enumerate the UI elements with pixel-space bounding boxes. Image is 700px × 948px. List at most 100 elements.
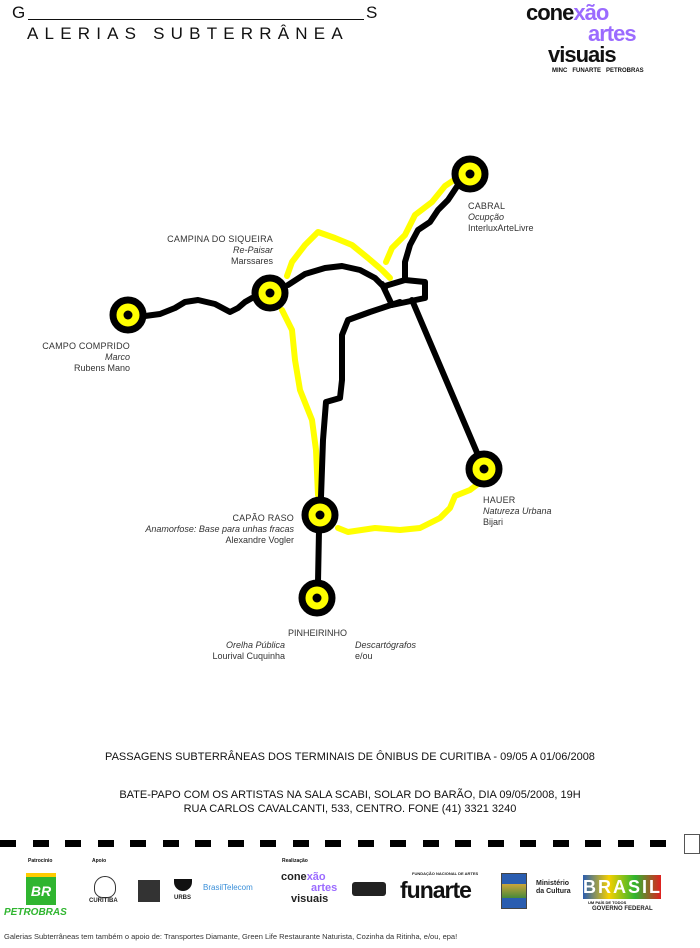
conexao-artes-visuais-logo: conexão artes visuais MINC FUNARTE PETRO… (526, 2, 644, 75)
dash-segment (260, 840, 276, 847)
black-line-campo-campina (142, 295, 255, 319)
station-name: CAMPINA DO SIQUEIRA (167, 234, 273, 244)
black-line-cabral-center (402, 182, 461, 283)
station-markers (109, 155, 503, 617)
station-label-campina: CAMPINA DO SIQUEIRA Re-Paisar Marssares (167, 234, 273, 267)
artist-name: Bijari (483, 517, 504, 527)
artist-name: Alexandre Vogler (225, 535, 294, 545)
address-info: RUA CARLOS CAVALCANTI, 533, CENTRO. FONE… (183, 803, 517, 815)
black-line-capao (318, 299, 403, 500)
cultura-seal-logo (501, 873, 527, 909)
station-name: CAMPO COMPRIDO (42, 341, 130, 351)
station-name: CAPÃO RASO (232, 513, 294, 523)
funarte-subtitle: FUNDAÇÃO NACIONAL DE ARTES (412, 871, 479, 876)
logo-subtitle: MINC FUNARTE PETROBRAS (552, 68, 644, 74)
dash-segment (65, 840, 81, 847)
solar-logo (138, 880, 160, 902)
br-logo: BR (26, 873, 56, 905)
logo-cone: cone (526, 0, 574, 25)
yellow-line-cabral (383, 173, 463, 265)
artist-name: Marssares (230, 256, 273, 266)
station-label-cabral: CABRAL Ocupção InterluxArteLivre (468, 201, 534, 234)
dash-segment (325, 840, 341, 847)
conexao-logo-small: conexão artes visuais (281, 872, 337, 905)
artwork-title: Natureza Urbana (483, 506, 552, 516)
governo-federal: GOVERNO FEDERAL (592, 906, 653, 912)
artist-name: Lourival Cuquinha (212, 651, 285, 661)
dash-segment (227, 840, 244, 847)
dash-segment (130, 840, 146, 847)
artwork-title: Re-Paisar (232, 245, 273, 255)
curitiba-logo: CURITIBA (89, 898, 118, 904)
black-line-center-square (379, 277, 428, 308)
ministerio-logo: Ministério da Cultura (536, 880, 571, 895)
logo-small-xao: xão (306, 871, 326, 883)
station-marker-hauer (465, 450, 503, 488)
yellow-line-campina-south (279, 307, 321, 498)
station-label-campo-comprido: CAMPO COMPRIDO Marco Rubens Mano (42, 341, 130, 374)
yellow-line-campina-north (284, 229, 393, 281)
logo-small-cone: cone (281, 871, 307, 883)
funarte-logo: funarte (400, 877, 472, 903)
artist-name: InterluxArteLivre (468, 223, 534, 233)
apoio-label: Apoio (92, 858, 107, 864)
black-line-pinheirinho (315, 527, 322, 585)
urbs-icon (174, 879, 192, 891)
dash-segment (195, 840, 211, 847)
station-name: CABRAL (468, 201, 506, 211)
station-name-pinheirinho: PINHEIRINHO (288, 628, 348, 638)
black-line-campina-center (285, 263, 388, 291)
corner-box (684, 834, 700, 854)
petrobras-logo: PETROBRAS (4, 907, 67, 918)
dash-segment (552, 840, 569, 847)
logo-small-artes: artes (311, 882, 338, 894)
dash-segment (520, 840, 536, 847)
artist-name: e/ou (355, 651, 373, 661)
dash-segment (585, 840, 601, 847)
black-line-hauer (409, 297, 481, 458)
subway-map (109, 155, 503, 617)
footer-note: Galerias Subterrâneas tem também o apoio… (4, 932, 458, 941)
logo-artes: artes (588, 21, 637, 46)
title-text: ALERIAS SUBTERRÂNEA (27, 24, 349, 43)
acf-logo (352, 882, 386, 896)
dash-segment (162, 840, 179, 847)
um-pais-slogan: UM PAÍS DE TODOS (588, 900, 627, 905)
dash-segment (32, 840, 49, 847)
station-marker-cabral (451, 155, 489, 193)
station-marker-campo-comprido (109, 296, 147, 334)
brasil-logo: BRASIL (583, 875, 662, 899)
curitiba-crest-icon (94, 876, 116, 898)
dash-segment (487, 840, 504, 847)
realizacao-label: Realização (282, 858, 308, 864)
dash-segment (422, 840, 439, 847)
station-marker-pinheirinho (298, 579, 336, 617)
title-underline (28, 19, 364, 20)
title-initial: G (12, 3, 26, 22)
station-marker-campina (251, 274, 289, 312)
urbs-logo: URBS (174, 895, 192, 901)
dash-segment (357, 840, 374, 847)
logo-visuais: visuais (548, 42, 617, 67)
brasiltelecom-logo: BrasilTelecom (203, 883, 253, 892)
station-label-pinheirinho-2: Descartógrafos e/ou (355, 640, 416, 662)
dash-segment (650, 840, 666, 847)
title-final: S (366, 3, 378, 22)
logo-xao: xão (573, 0, 609, 25)
dash-segment (390, 840, 406, 847)
dash-segment (97, 840, 114, 847)
dash-segment (455, 840, 471, 847)
logo-small-visuais: visuais (291, 893, 329, 905)
station-name: HAUER (483, 495, 516, 505)
artwork-title: Descartógrafos (355, 640, 417, 650)
dash-segment (0, 840, 16, 847)
artist-name: Rubens Mano (73, 363, 130, 373)
dash-segment (292, 840, 309, 847)
station-label-pinheirinho-1: Orelha Pública Lourival Cuquinha (212, 640, 285, 662)
station-label-capao-raso: CAPÃO RASO Anamorfose: Base para unhas f… (145, 513, 294, 546)
station-marker-capao-raso (301, 496, 339, 534)
artwork-title: Ocupção (468, 212, 505, 222)
artwork-title: Orelha Pública (225, 640, 285, 650)
artwork-title: Anamorfose: Base para unhas fracas (145, 524, 294, 534)
